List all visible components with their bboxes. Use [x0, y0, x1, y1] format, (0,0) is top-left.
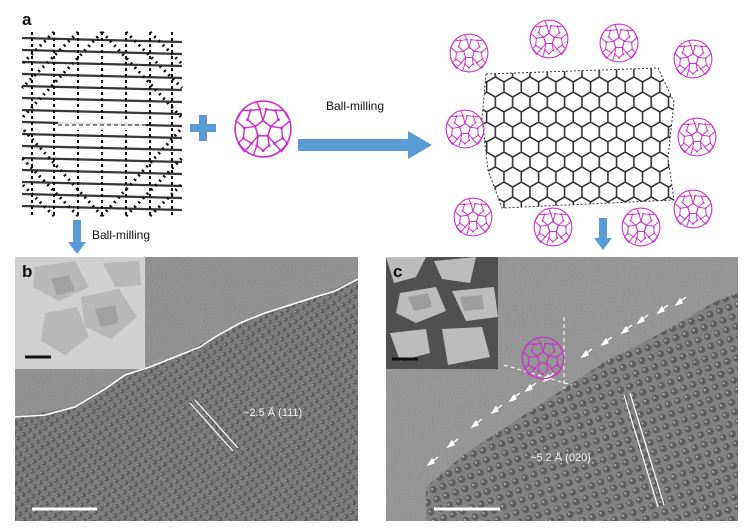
fullerene-icon [676, 116, 718, 158]
fullerene-icon [672, 38, 714, 80]
fullerene-icon [532, 206, 574, 248]
fullerene-icon [452, 196, 494, 238]
plus-icon [190, 115, 216, 141]
ball-milling-label-horizontal: Ball-milling [326, 99, 385, 113]
bulk-crystal-illustration [20, 30, 184, 218]
lattice-spacing-label-b: ~2.5 Å (111) [243, 407, 303, 419]
panel-a-label: a [22, 10, 32, 29]
tem-image-b: ~2.5 Å (111) [15, 257, 358, 521]
fullerene-icon [444, 108, 486, 150]
tem-inset-b [15, 257, 145, 369]
lattice-spacing-label-c: ~5.2 Å (020) [530, 452, 591, 464]
fullerene-icon [528, 18, 570, 60]
graphene-sheet-illustration [481, 67, 675, 209]
panel-b-label: b [22, 262, 33, 281]
arrow-right-icon [298, 131, 432, 159]
fullerene-icon [672, 188, 714, 230]
fullerene-icon [620, 206, 662, 248]
fullerene-icon [520, 335, 566, 381]
arrow-down-icon [594, 218, 612, 250]
tem-image-c: ~5.2 Å (020) [386, 257, 738, 521]
fullerene-icon [232, 98, 294, 160]
ball-milling-label-vertical: Ball-milling [92, 228, 151, 242]
fullerene-icon [598, 22, 640, 64]
arrow-down-icon [68, 220, 86, 254]
fullerene-icon [448, 32, 490, 74]
panel-c-label: c [393, 262, 403, 281]
tem-inset-c [386, 257, 498, 369]
